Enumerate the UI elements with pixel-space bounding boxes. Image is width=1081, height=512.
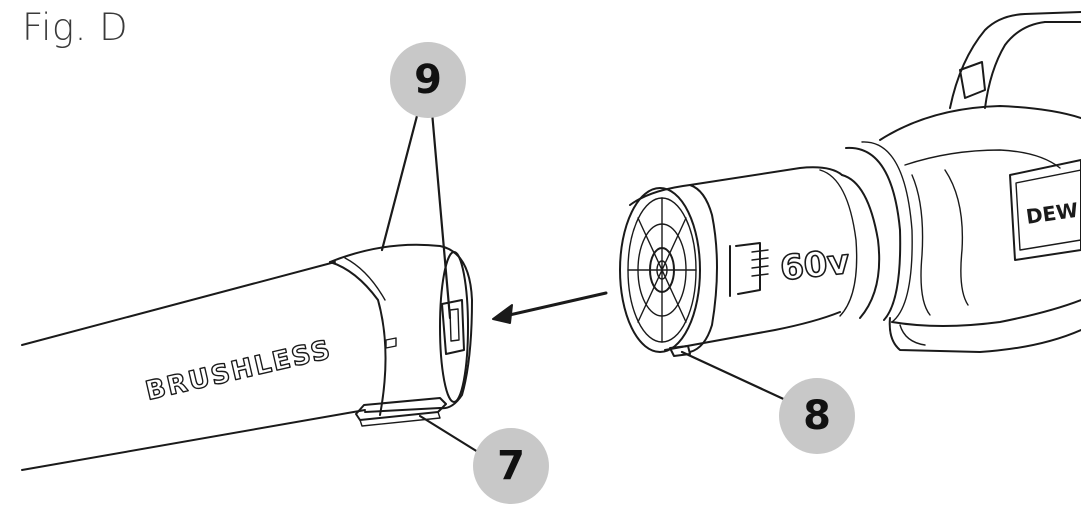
callout-7: 7 [473, 428, 549, 504]
figure-title: Fig. D [22, 6, 129, 49]
leader-lines [380, 110, 792, 454]
brand-badge-text: DEW [1024, 198, 1079, 229]
voltage-label: 60v [778, 242, 851, 289]
blower-housing: 60v DEW [619, 11, 1081, 357]
callout-8: 8 [779, 378, 855, 454]
insertion-arrow [492, 291, 608, 324]
callout-9: 9 [390, 42, 466, 118]
tube-brushless-label: BRUSHLESS [143, 335, 335, 407]
blower-tube: BRUSHLESS [21, 243, 473, 471]
